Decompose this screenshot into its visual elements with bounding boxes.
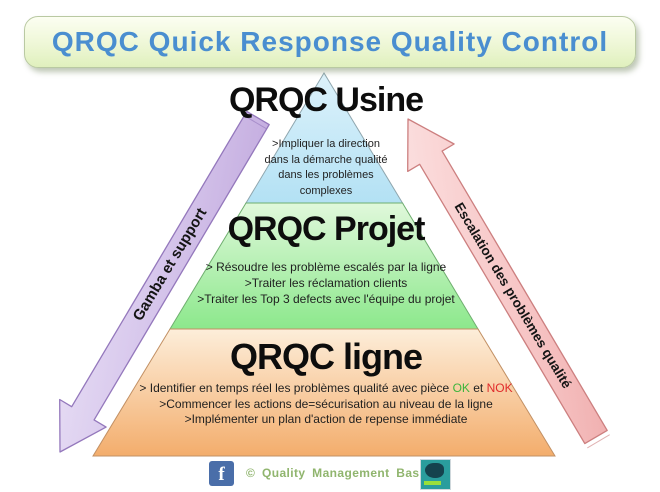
ligne-bullet2: >Commencer les actions de=sécurisation a…	[159, 396, 493, 411]
gemba-arrow-tail-bevel	[244, 115, 267, 130]
ligne-bullet1-sep: et	[469, 381, 487, 395]
gemba-arrow	[59, 110, 270, 453]
copyright-text: © Quality Management Basics	[246, 466, 438, 480]
qmb-logo	[420, 459, 451, 490]
qmb-logo-shape	[425, 463, 444, 478]
escalation-arrow	[407, 118, 608, 445]
usine-level-title: QRQC Usine	[228, 81, 424, 119]
ligne-level-bullets: > Identifier en temps réel les problèmes…	[126, 381, 526, 428]
facebook-icon[interactable]: f	[209, 461, 234, 486]
projet-level-title: QRQC Projet	[227, 210, 426, 248]
facebook-letter: f	[218, 464, 225, 485]
ok-label: OK	[452, 381, 470, 395]
escalation-arrow-tail-bevel	[587, 434, 610, 449]
usine-level-bullets: >Impliquer la direction dans la démarche…	[264, 138, 388, 197]
title-banner: QRQC Quick Response Quality Control	[24, 16, 636, 68]
pyramid-band-ligne	[92, 328, 556, 457]
ligne-bullet1-text: > Identifier en temps réel les problèmes…	[139, 381, 453, 395]
ligne-bullet3: >Implémenter un plan d'action de repense…	[184, 412, 468, 426]
qmb-logo-strip	[424, 481, 441, 485]
nok-label: NOK	[486, 381, 513, 395]
page-title: QRQC Quick Response Quality Control	[51, 26, 609, 57]
ligne-level-title: QRQC ligne	[229, 336, 423, 377]
projet-level-bullets: > Résoudre les problème escalés par la l…	[197, 260, 455, 306]
